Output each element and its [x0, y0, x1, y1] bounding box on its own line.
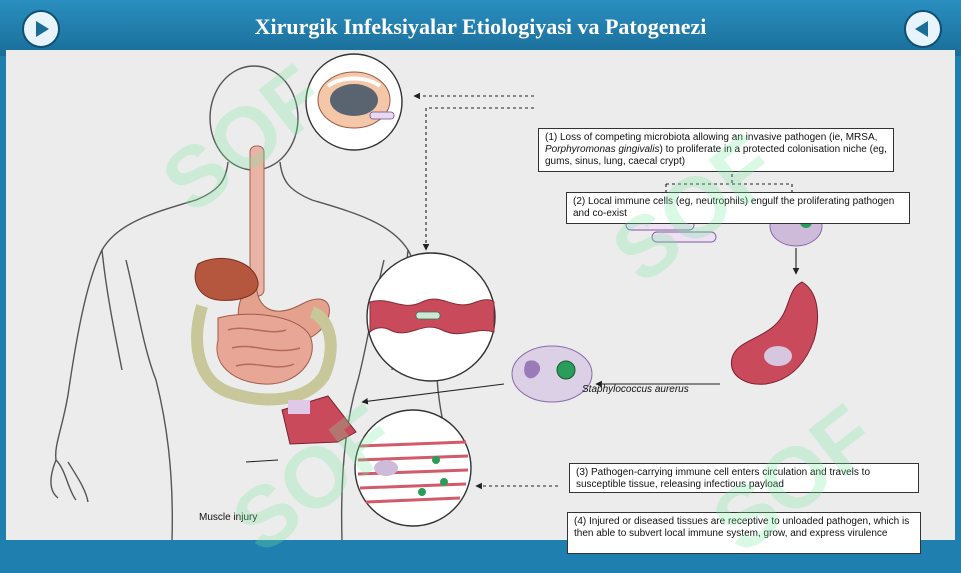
mouth-inset: [305, 53, 403, 151]
next-slide-button[interactable]: [22, 10, 60, 48]
header-bar: Xirurgik Infeksiyalar Etiologiyasi va Pa…: [0, 0, 961, 56]
staph-label: Staphylococcus aurerus: [582, 384, 689, 395]
muscle-injury-label: Muscle injury: [199, 512, 258, 523]
flow-arrows: [245, 92, 800, 490]
muscle-injury-tissue: [281, 395, 357, 445]
vessel-inset: [366, 252, 496, 382]
step-2-caption: (2) Local immune cells (eg, neutrophils)…: [566, 192, 910, 224]
blood-vessel: [730, 281, 819, 385]
slide-title: Xirurgik Infeksiyalar Etiologiyasi va Pa…: [254, 14, 707, 39]
prev-slide-button[interactable]: [904, 10, 942, 48]
muscle-inset: [354, 409, 472, 527]
diagram-canvas: (1) Loss of competing microbiota allowin…: [6, 47, 955, 571]
step-3-caption: (3) Pathogen-carrying immune cell enters…: [569, 463, 919, 493]
pathogenesis-diagram: [50, 53, 823, 540]
play-left-icon: [915, 21, 928, 37]
step-1-caption: (1) Loss of competing microbiota allowin…: [538, 128, 894, 172]
neutrophil-staph-cell: [511, 345, 593, 403]
play-right-icon: [36, 21, 49, 37]
digestive-organs: [191, 145, 337, 406]
